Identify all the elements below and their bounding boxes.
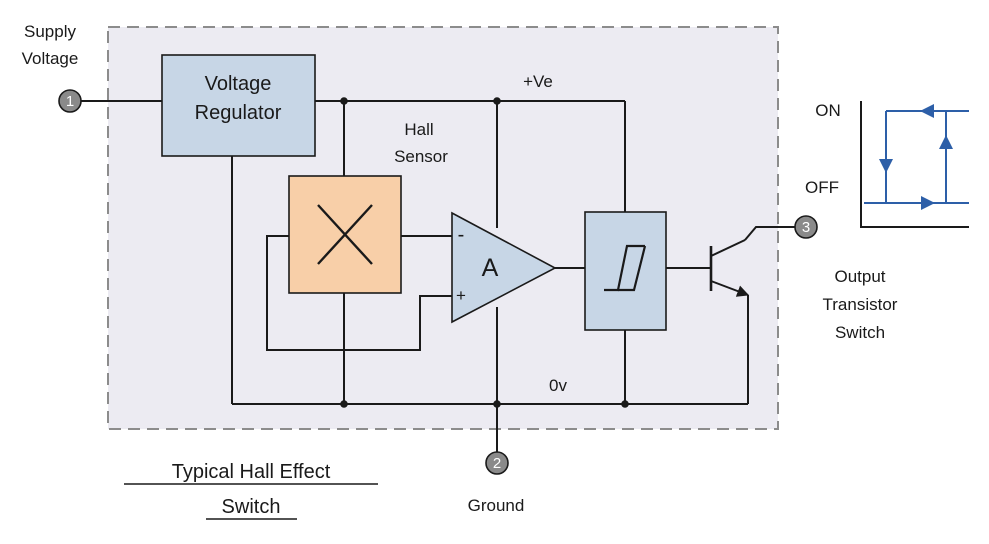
hysteresis-loop: [864, 104, 969, 210]
pin-3-output: 3: [794, 215, 818, 239]
pin-1-number: 1: [66, 93, 74, 110]
supply-voltage-label-line1: Supply: [24, 22, 76, 41]
pin-1-supply: 1: [58, 89, 82, 113]
cross-icon: [317, 204, 373, 265]
voltage-regulator-label-line1: Voltage: [205, 73, 272, 95]
output-label-line3: Switch: [835, 323, 885, 342]
diagram-title: Typical Hall Effect Switch: [124, 461, 378, 520]
zero-v-label: 0v: [549, 376, 567, 395]
npn-transistor-icon: [709, 239, 750, 297]
voltage-regulator-block: Voltage Regulator: [161, 54, 316, 157]
hall-sensor-label-line1: Hall: [404, 120, 433, 139]
supply-voltage-label-line2: Voltage: [22, 49, 79, 68]
on-label: ON: [815, 101, 841, 120]
amplifier-triangle: A - +: [451, 211, 557, 324]
junction-dots: [340, 97, 629, 408]
output-label-line2: Transistor: [823, 295, 898, 314]
plus-ve-label: +Ve: [523, 72, 553, 91]
amp-minus-label: -: [458, 224, 465, 246]
schmitt-trigger-block: [584, 211, 667, 331]
voltage-regulator-label-line2: Regulator: [195, 102, 282, 124]
pin-3-number: 3: [802, 219, 810, 236]
amp-plus-label: +: [456, 286, 466, 305]
hysteresis-graph: ON OFF: [805, 101, 969, 228]
circuit-wires: [80, 100, 795, 452]
amplifier-label: A: [482, 254, 499, 282]
hall-sensor-block: [288, 175, 402, 294]
hysteresis-symbol-icon: [604, 244, 647, 292]
pin-2-number: 2: [493, 455, 501, 472]
pin-2-ground: 2: [485, 451, 509, 475]
off-label: OFF: [805, 178, 839, 197]
output-label-line1: Output: [834, 267, 885, 286]
title-line2: Switch: [222, 496, 281, 518]
title-line1: Typical Hall Effect: [172, 461, 331, 483]
ground-label: Ground: [468, 496, 525, 515]
hall-sensor-label-line2: Sensor: [394, 147, 448, 166]
